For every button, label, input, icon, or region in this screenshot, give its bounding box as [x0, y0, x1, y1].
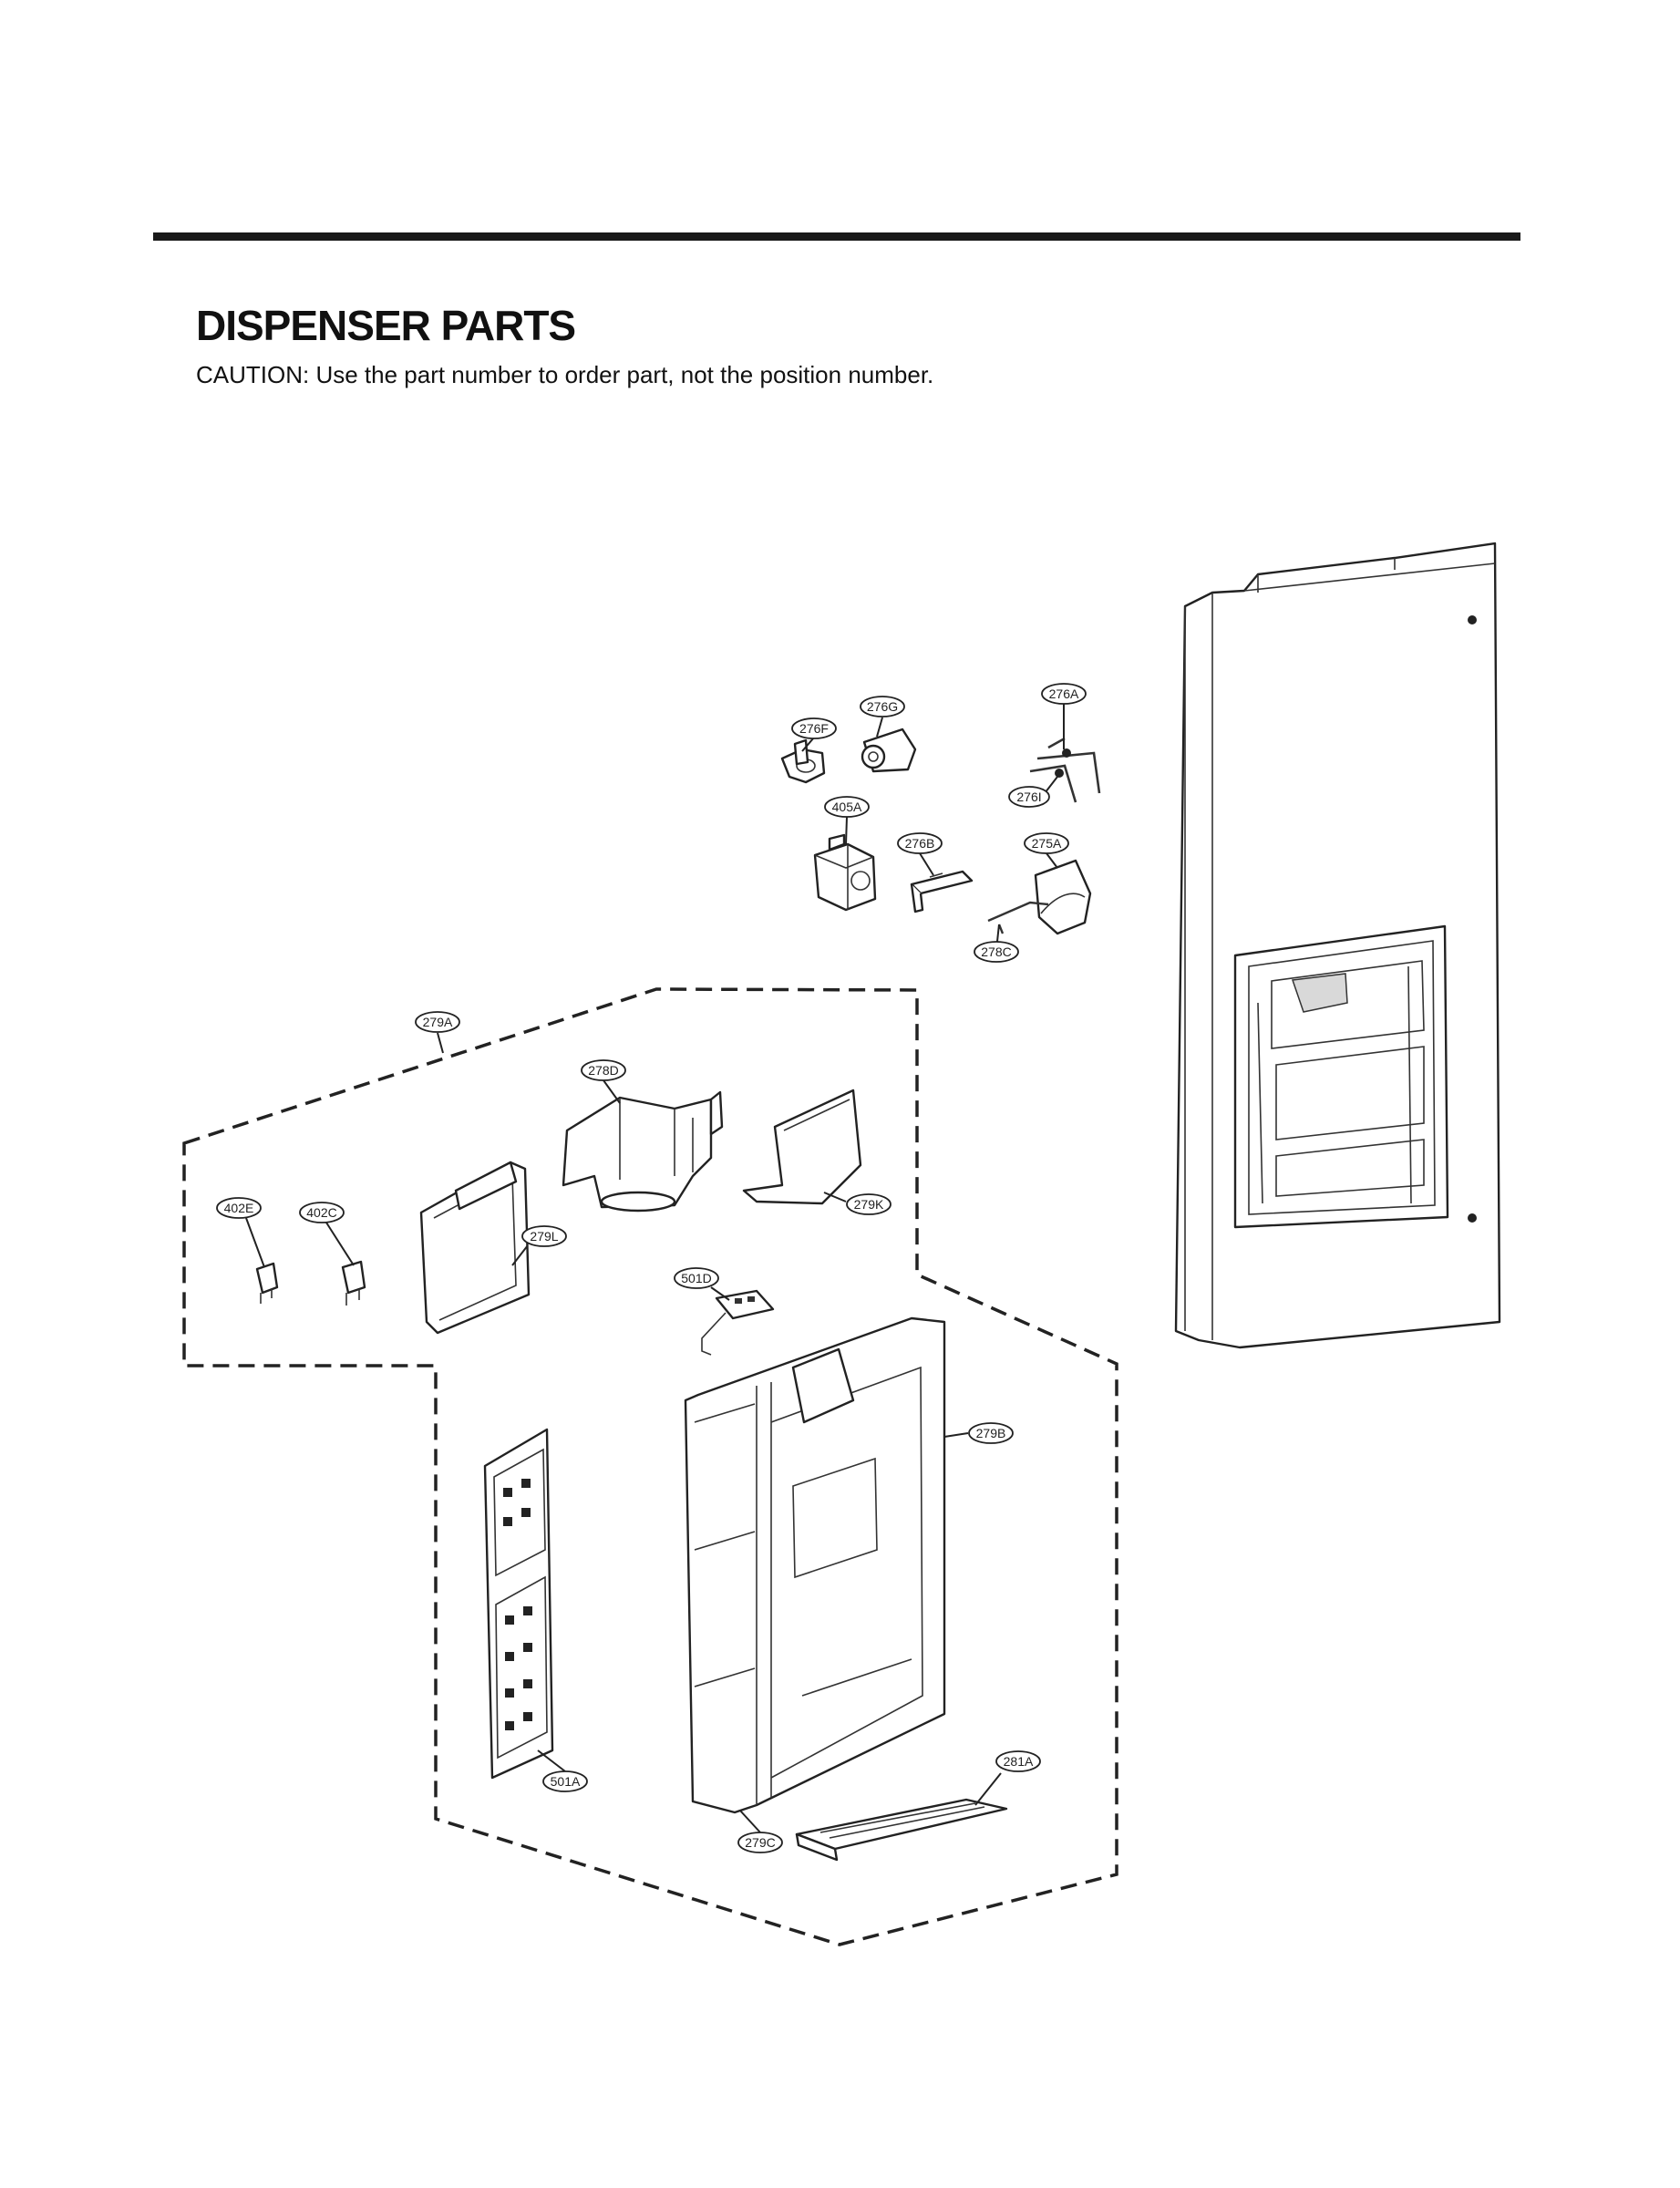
- callout-402E: 402E: [216, 1197, 262, 1219]
- callout-276B: 276B: [897, 832, 943, 854]
- part-279B-dispenser-frame: [684, 1316, 946, 1814]
- svg-text:279L: 279L: [530, 1229, 558, 1244]
- part-501A-control-panel: [483, 1428, 554, 1780]
- svg-text:279K: 279K: [854, 1197, 884, 1212]
- door-assembly: [1174, 542, 1501, 1349]
- part-276A-wire-spring: [1029, 737, 1101, 803]
- svg-text:405A: 405A: [832, 800, 862, 814]
- part-402E-switch: [255, 1262, 279, 1304]
- callout-278D: 278D: [581, 1059, 626, 1081]
- callout-501A: 501A: [542, 1770, 588, 1792]
- svg-text:501D: 501D: [681, 1271, 711, 1285]
- callout-276F: 276F: [791, 717, 837, 739]
- callout-278C: 278C: [974, 941, 1019, 963]
- part-276B-bracket: [910, 870, 974, 913]
- leader-lines: [245, 703, 1065, 1833]
- callout-405A: 405A: [824, 796, 870, 818]
- part-275A-damper: [987, 859, 1092, 935]
- svg-text:276G: 276G: [867, 699, 898, 714]
- part-276G-valve: [861, 728, 917, 773]
- callout-279A: 279A: [415, 1011, 460, 1033]
- svg-text:276I: 276I: [1016, 790, 1041, 804]
- svg-text:279B: 279B: [976, 1426, 1006, 1440]
- callout-276A: 276A: [1041, 683, 1087, 705]
- callout-279B: 279B: [968, 1422, 1014, 1444]
- callout-279L: 279L: [521, 1225, 567, 1247]
- svg-text:281A: 281A: [1004, 1754, 1034, 1769]
- callout-275A: 275A: [1024, 832, 1069, 854]
- svg-text:402E: 402E: [224, 1201, 254, 1215]
- part-405A-motor: [813, 833, 877, 912]
- part-278D-funnel: [562, 1090, 724, 1213]
- svg-text:278C: 278C: [981, 944, 1011, 959]
- svg-text:276A: 276A: [1049, 686, 1079, 701]
- part-402C-switch: [341, 1260, 366, 1306]
- callout-276G: 276G: [860, 696, 905, 717]
- svg-text:276B: 276B: [905, 836, 935, 851]
- svg-text:279A: 279A: [423, 1015, 453, 1029]
- callout-281A: 281A: [995, 1750, 1041, 1772]
- caution-note: CAUTION: Use the part number to order pa…: [196, 361, 934, 388]
- callout-279K: 279K: [846, 1193, 892, 1215]
- callout-402C: 402C: [299, 1202, 345, 1223]
- svg-text:278D: 278D: [588, 1063, 618, 1078]
- svg-text:279C: 279C: [745, 1835, 775, 1850]
- part-281A-drip-tray: [795, 1798, 1008, 1862]
- callout-279C: 279C: [737, 1832, 783, 1853]
- header-rule: [153, 232, 1520, 241]
- callout-501D: 501D: [674, 1267, 719, 1289]
- part-501D-sensor-pcb: [701, 1289, 775, 1356]
- svg-text:402C: 402C: [306, 1205, 336, 1220]
- part-279L-lever: [419, 1161, 531, 1335]
- assembly-279A-boundary: [182, 987, 1118, 1946]
- svg-text:276F: 276F: [799, 721, 829, 736]
- callout-276I: 276I: [1008, 786, 1050, 808]
- part-276F-clip: [780, 738, 826, 784]
- part-279K-cover: [742, 1089, 862, 1205]
- svg-text:275A: 275A: [1032, 836, 1062, 851]
- svg-text:501A: 501A: [551, 1774, 581, 1789]
- page-title: DISPENSER PARTS: [196, 302, 576, 349]
